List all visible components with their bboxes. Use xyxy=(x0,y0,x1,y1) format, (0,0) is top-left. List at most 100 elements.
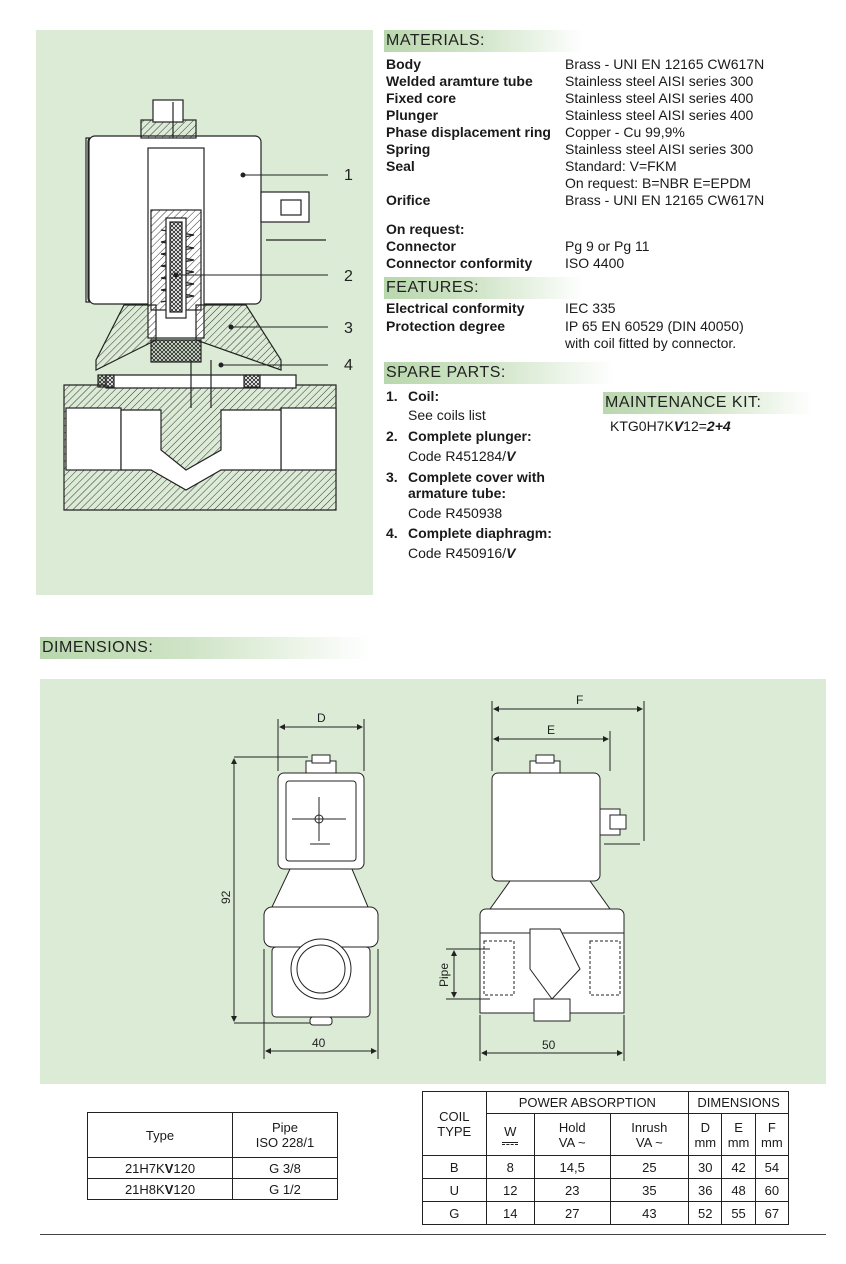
spare-part-code: Code R450916/V xyxy=(408,545,515,562)
spare-part-code-text: Code R451284/ xyxy=(408,448,507,464)
spare-part-title: Complete plunger: xyxy=(408,428,532,444)
coil-header-line2: TYPE xyxy=(437,1123,472,1139)
spare-part-number: 2. xyxy=(386,428,398,444)
type-code-end: 120 xyxy=(173,1181,196,1197)
type-header: Type xyxy=(87,1112,233,1158)
spare-part-code: Code R451284/V xyxy=(408,448,515,465)
e-label: E xyxy=(734,1119,743,1135)
materials-value: Standard: V=FKM xyxy=(565,158,677,174)
power-absorption-header: POWER ABSORPTION xyxy=(485,1091,690,1114)
dim-label-e: E xyxy=(547,723,555,737)
dimensions-panel xyxy=(40,679,826,1084)
type-code-end: 120 xyxy=(173,1160,196,1176)
materials-value: Stainless steel AISI series 400 xyxy=(565,107,754,123)
features-heading: FEATURES: xyxy=(384,277,584,299)
f-label: F xyxy=(767,1119,776,1135)
coil-cell-d: 36 xyxy=(688,1178,723,1202)
kit-code-variant: V xyxy=(673,418,684,434)
f-header: F mm xyxy=(754,1113,790,1156)
materials-key: Connector xyxy=(386,238,456,254)
pipe-header-line2: ISO 228/1 xyxy=(255,1135,315,1150)
materials-key: Plunger xyxy=(386,107,439,123)
materials-value: Stainless steel AISI series 300 xyxy=(565,141,754,157)
coil-cell-w: 8 xyxy=(485,1155,535,1179)
dc-symbol-icon xyxy=(502,1142,519,1145)
coil-cell-f: 54 xyxy=(754,1155,790,1179)
dimension-drawings: D F E 92 40 50 Pipe xyxy=(219,693,645,1061)
spare-part-code-variant: V xyxy=(506,545,516,561)
coil-cell-d: 30 xyxy=(688,1155,723,1179)
coil-cell-e: 48 xyxy=(721,1178,756,1202)
materials-value: Stainless steel AISI series 300 xyxy=(565,73,754,89)
spare-part-code-text: Code R450916/ xyxy=(408,545,507,561)
materials-key: Orifice xyxy=(386,192,431,208)
coil-cell-inrush: 25 xyxy=(609,1155,690,1179)
e-unit: mm xyxy=(727,1134,750,1150)
type-code: 21H8K xyxy=(124,1181,165,1197)
materials-key: On request: xyxy=(386,221,465,237)
features-key: Electrical conformity xyxy=(386,300,525,316)
spare-part-title: Coil: xyxy=(408,388,440,404)
type-cell: 21H7KV120 xyxy=(87,1157,233,1179)
spare-part-number: 4. xyxy=(386,525,398,541)
coil-cell-d: 52 xyxy=(688,1201,723,1225)
valve-cross-section: 1 2 3 4 xyxy=(63,99,353,511)
kit-code-items: 2+4 xyxy=(706,418,731,434)
callout-1: 1 xyxy=(344,167,353,184)
features-key: Protection degree xyxy=(386,318,506,334)
type-code: 21H7K xyxy=(124,1160,165,1176)
coil-cell-hold: 27 xyxy=(533,1201,611,1225)
pipe-header-line1: Pipe xyxy=(271,1120,299,1135)
d-unit: mm xyxy=(694,1134,717,1150)
dim-label-width-front: 40 xyxy=(312,1036,326,1050)
spare-part-title: Complete diaphragm: xyxy=(408,525,552,541)
footer-rule xyxy=(40,1234,826,1235)
materials-value: Stainless steel AISI series 400 xyxy=(565,90,754,106)
hold-label: Hold xyxy=(558,1119,586,1135)
callout-2: 2 xyxy=(344,268,353,285)
coil-cell-t: U xyxy=(422,1178,487,1202)
f-unit: mm xyxy=(761,1134,783,1150)
materials-key: Seal xyxy=(386,158,415,174)
d-label: D xyxy=(700,1119,710,1135)
features-value: IEC 335 xyxy=(565,300,616,316)
kit-code-part: KTG0H7K xyxy=(610,418,674,434)
coil-cell-f: 60 xyxy=(754,1178,790,1202)
spare-part-code-text: Code R450938 xyxy=(408,505,503,521)
dim-label-d: D xyxy=(317,711,326,725)
coil-cell-w: 14 xyxy=(485,1201,535,1225)
coil-cell-inrush: 35 xyxy=(609,1178,690,1202)
materials-value: Brass - UNI EN 12165 CW617N xyxy=(565,192,765,208)
dim-label-width-side: 50 xyxy=(542,1038,556,1052)
spare-part-code-text: See coils list xyxy=(408,407,486,423)
dimensions-header: DIMENSIONS xyxy=(688,1091,789,1114)
materials-key: Connector conformity xyxy=(386,255,533,271)
coil-cell-inrush: 43 xyxy=(609,1201,690,1225)
coil-cell-w: 12 xyxy=(485,1178,535,1202)
materials-key: Welded aramture tube xyxy=(386,73,533,89)
type-cell: 21H8KV120 xyxy=(87,1178,233,1200)
coil-cell-hold: 23 xyxy=(533,1178,611,1202)
coil-cell-hold: 14,5 xyxy=(533,1155,611,1179)
materials-value: On request: B=NBR E=EPDM xyxy=(565,175,751,191)
coil-cell-e: 55 xyxy=(721,1201,756,1225)
coil-cell-f: 67 xyxy=(754,1201,790,1225)
maintenance-kit-heading: MAINTENANCE KIT: xyxy=(603,392,813,414)
type-variant: V xyxy=(164,1160,174,1176)
spare-part-number: 1. xyxy=(386,388,398,404)
inrush-label: Inrush xyxy=(631,1119,668,1135)
inrush-unit: VA ~ xyxy=(635,1134,663,1150)
pipe-header: Pipe ISO 228/1 xyxy=(232,1112,338,1158)
kit-code-part2: 12= xyxy=(683,418,707,434)
materials-value: Brass - UNI EN 12165 CW617N xyxy=(565,56,765,72)
hold-header: Hold VA ~ xyxy=(533,1113,611,1156)
coil-cell-t: B xyxy=(422,1155,487,1179)
maintenance-kit-code: KTG0H7KV12=2+4 xyxy=(610,418,731,434)
callout-3: 3 xyxy=(344,320,353,337)
w-header: W xyxy=(485,1113,535,1156)
spare-parts-heading: SPARE PARTS: xyxy=(384,362,614,384)
